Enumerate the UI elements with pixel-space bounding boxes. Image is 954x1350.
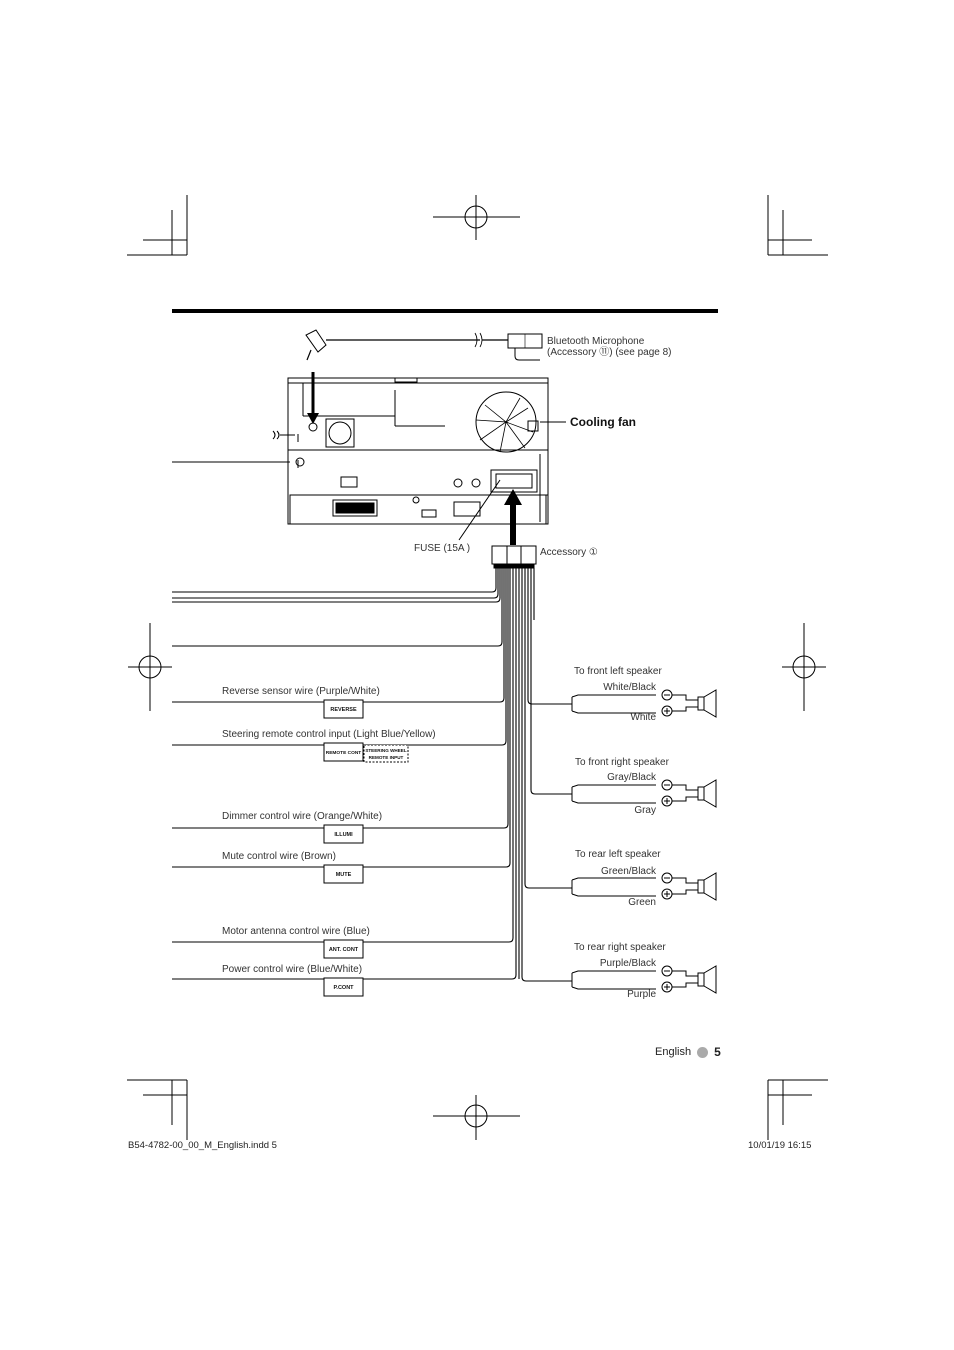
- page-dot-icon: [697, 1046, 709, 1058]
- harness-wires: [172, 568, 572, 982]
- speaker-title: To front left speaker: [574, 666, 662, 677]
- power-control-label: Power control wire (Blue/White): [222, 964, 362, 975]
- head-unit: [287, 377, 549, 525]
- dimmer-wire-label: Dimmer control wire (Orange/White): [222, 811, 382, 822]
- crop-marks: [127, 195, 828, 1140]
- file-name: B54-4782-00_00_M_English.indd 5: [128, 1140, 277, 1151]
- ant-cont-tag: ANT. CONT: [329, 947, 359, 953]
- microphone-cable: [305, 329, 543, 361]
- speaker-icon: [661, 965, 717, 994]
- speaker-front-right: To front right speaker Gray/Black Gray: [571, 757, 717, 816]
- remote-cont-tag: REMOTE CONT: [326, 750, 362, 756]
- speaker-pos-label: Purple: [627, 989, 656, 1000]
- reverse-wire-label: Reverse sensor wire (Purple/White): [222, 686, 380, 697]
- speaker-neg-label: Purple/Black: [600, 958, 657, 969]
- speaker-pos-label: Green: [628, 897, 656, 908]
- steering-remote-label: Steering remote control input (Light Blu…: [222, 729, 436, 740]
- speaker-title: To rear left speaker: [575, 849, 661, 860]
- bt-mic-label-1: Bluetooth Microphone: [547, 336, 645, 347]
- page-number: 5: [714, 1045, 721, 1059]
- speaker-neg-label: Gray/Black: [607, 772, 657, 783]
- speaker-neg-label: White/Black: [603, 682, 657, 693]
- mute-tag: MUTE: [336, 872, 352, 878]
- speaker-icon: [661, 872, 717, 901]
- steering-remote-wire: Steering remote control input (Light Blu…: [222, 729, 436, 763]
- bt-mic-label-2: (Accessory ⑪) (see page 8): [547, 346, 672, 358]
- illumi-tag: ILLUMI: [334, 832, 353, 838]
- steering-wheel-tag-2: REMOTE INPUT: [369, 755, 404, 760]
- reverse-tag: REVERSE: [330, 707, 357, 713]
- speaker-front-left: To front left speaker White/Black White: [571, 666, 717, 723]
- print-datetime: 10/01/19 16:15: [748, 1140, 812, 1151]
- accessory-label: Accessory ①: [540, 547, 598, 558]
- steering-wheel-tag-1: STEERING WHEEL: [365, 748, 407, 753]
- speaker-title: To rear right speaker: [574, 942, 666, 953]
- p-cont-tag: P.CONT: [333, 985, 354, 991]
- reverse-wire: Reverse sensor wire (Purple/White) REVER…: [222, 686, 380, 719]
- language-label: English: [655, 1046, 692, 1058]
- speaker-icon: [661, 689, 717, 718]
- fuse-label: FUSE (15A ): [414, 543, 470, 554]
- speaker-rear-right: To rear right speaker Purple/Black Purpl…: [571, 942, 717, 1000]
- antenna-wire-label: Motor antenna control wire (Blue): [222, 926, 370, 937]
- speaker-rear-left: To rear left speaker Green/Black Green: [571, 849, 717, 908]
- dimmer-wire: Dimmer control wire (Orange/White) ILLUM…: [222, 811, 382, 844]
- top-rule: [172, 309, 718, 313]
- speaker-icon: [661, 779, 717, 808]
- mute-wire-label: Mute control wire (Brown): [222, 851, 336, 862]
- harness-connector: [491, 545, 537, 569]
- mute-wire: Mute control wire (Brown) MUTE: [222, 851, 364, 884]
- speaker-pos-label: White: [630, 712, 656, 723]
- speaker-title: To front right speaker: [575, 757, 670, 768]
- antenna-wire: Motor antenna control wire (Blue) ANT. C…: [222, 926, 370, 959]
- speaker-pos-label: Gray: [634, 805, 656, 816]
- power-control-wire: Power control wire (Blue/White) P.CONT: [222, 964, 364, 997]
- speaker-neg-label: Green/Black: [601, 866, 657, 877]
- cooling-fan-label: Cooling fan: [570, 415, 636, 429]
- page-footer: English 5: [655, 1045, 721, 1059]
